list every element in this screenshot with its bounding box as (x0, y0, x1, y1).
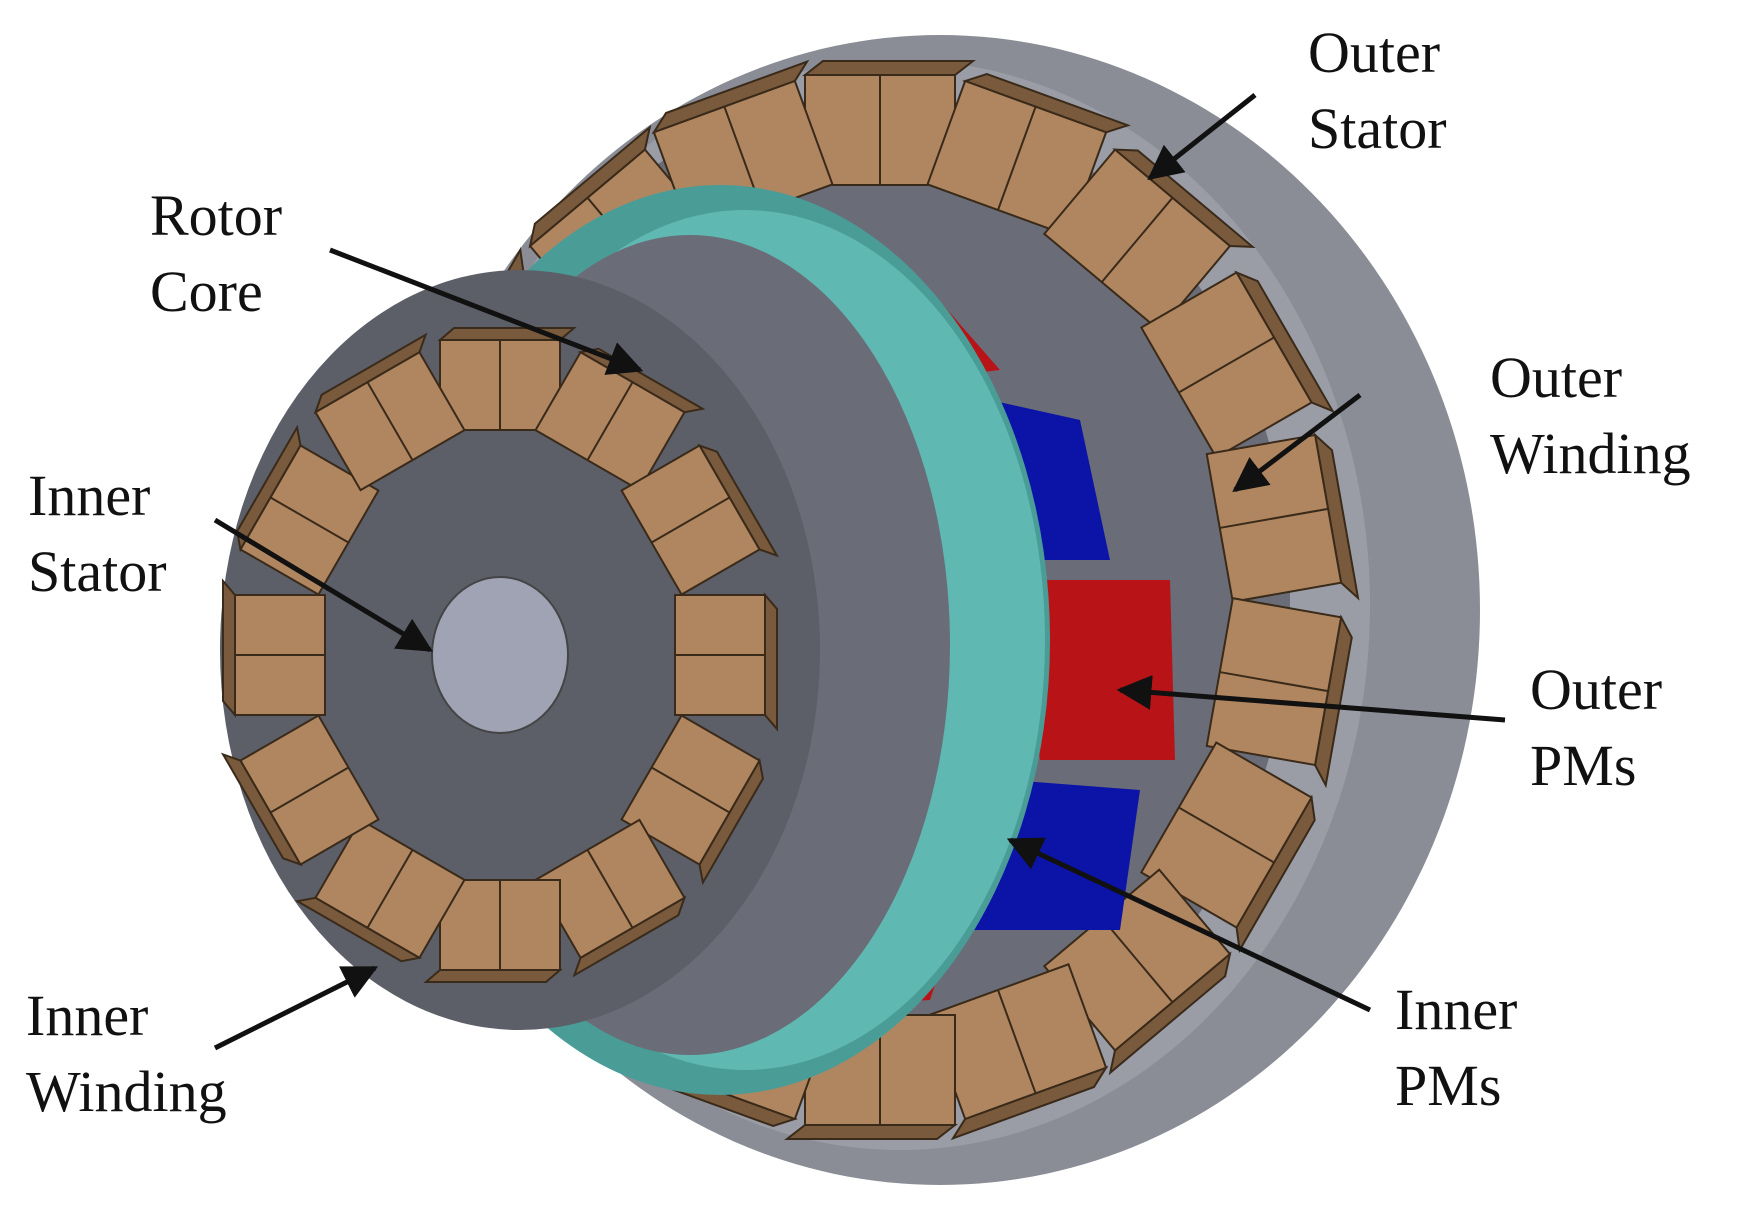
inner-winding (220, 327, 780, 983)
inner-coil (313, 332, 466, 492)
inner-coil (423, 879, 563, 983)
label-inner-winding-line1: Inner (26, 983, 149, 1048)
label-outer-winding-line2: Winding (1490, 421, 1691, 486)
arrow-outer-winding (1232, 393, 1362, 493)
arrow-inner-winding (213, 965, 379, 1051)
inner-coil (620, 714, 764, 886)
label-inner-pms-line2: PMs (1395, 1053, 1502, 1118)
arrow-outer-pms (1116, 675, 1506, 723)
label-inner-pms: Inner PMs (1395, 972, 1517, 1124)
label-outer-pms-line1: Outer (1530, 657, 1663, 722)
outer-coil (1205, 597, 1353, 789)
inner-coil (674, 592, 778, 732)
label-outer-stator-line1: Outer (1308, 20, 1441, 85)
outer-coil (1139, 741, 1316, 954)
label-rotor-core-line2: Core (150, 259, 263, 324)
inner-coil (620, 443, 780, 596)
label-inner-stator: Inner Stator (28, 458, 167, 610)
arrow-inner-pms (1006, 837, 1372, 1013)
arrow-outer-stator (1147, 93, 1257, 181)
inner-coil (220, 714, 380, 867)
label-outer-winding-line1: Outer (1490, 345, 1623, 410)
outer-coil (926, 72, 1131, 237)
label-inner-winding: Inner Winding (26, 978, 227, 1130)
inner-coil (294, 818, 466, 963)
label-outer-pms: Outer PMs (1530, 652, 1662, 804)
label-outer-stator: Outer Stator (1308, 15, 1447, 167)
label-inner-stator-line2: Stator (28, 539, 167, 604)
label-inner-winding-line2: Winding (26, 1059, 227, 1124)
outer-pm-red-mid (1010, 580, 1175, 760)
label-outer-stator-line2: Stator (1308, 96, 1447, 161)
outer-coil (1139, 270, 1335, 459)
label-inner-stator-line1: Inner (28, 463, 151, 528)
arrow-inner-stator (213, 517, 433, 653)
label-rotor-core: Rotor Core (150, 178, 282, 330)
label-rotor-core-line1: Rotor (150, 183, 283, 248)
inner-coil (222, 578, 326, 718)
label-outer-pms-line2: PMs (1530, 733, 1637, 798)
leader-arrows (213, 93, 1506, 1051)
arrow-rotor-core (329, 247, 644, 375)
outer-coil (926, 963, 1109, 1141)
label-outer-winding: Outer Winding (1490, 340, 1691, 492)
label-inner-pms-line1: Inner (1395, 977, 1518, 1042)
